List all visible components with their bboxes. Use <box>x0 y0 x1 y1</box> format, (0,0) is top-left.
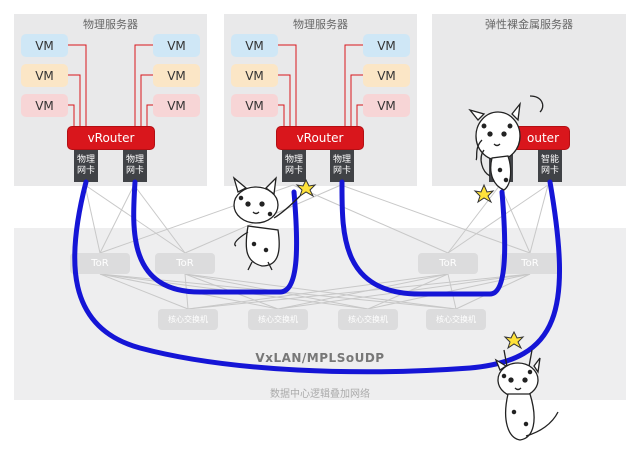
nic-physical: 物理网卡 <box>330 150 354 182</box>
vm-box: VM <box>231 34 278 57</box>
tor-switch: ToR <box>155 253 215 274</box>
nic-label: 网卡 <box>284 166 303 176</box>
nic-label: 物理 <box>125 155 144 165</box>
spark-icon <box>295 178 317 198</box>
nic-label: 智能 <box>540 155 559 165</box>
core-switch: 核心交换机 <box>426 309 486 330</box>
vm-box: VM <box>363 64 410 87</box>
panel-title: 弹性裸金属服务器 <box>485 18 573 31</box>
panel-title: 物理服务器 <box>83 18 138 31</box>
vm-box: VM <box>231 64 278 87</box>
server-panel-3: 弹性裸金属服务器 <box>432 14 626 186</box>
core-switch: 核心交换机 <box>248 309 308 330</box>
spark-icon <box>503 330 525 350</box>
nic-label: 物理 <box>332 155 351 165</box>
vrouter-box: vRouter <box>277 127 363 149</box>
nic-physical: 物理网卡 <box>282 150 306 182</box>
tor-switch: ToR <box>418 253 478 274</box>
cat-cartoon-bottom <box>494 349 559 441</box>
nic-label: 物理 <box>76 155 95 165</box>
protocol-label: VxLAN/MPLSoUDP <box>255 351 385 365</box>
vm-box: VM <box>363 34 410 57</box>
vrouter-box: vRouter <box>68 127 154 149</box>
nic-label: 网卡 <box>125 166 144 176</box>
vm-box: VM <box>21 34 68 57</box>
vm-box: VM <box>231 94 278 117</box>
nic-physical: 物理网卡 <box>123 150 147 182</box>
tor-switch: ToR <box>500 253 560 274</box>
cable-middle-pair <box>339 179 508 297</box>
cable-outer-loop <box>72 179 562 375</box>
vm-box: VM <box>21 64 68 87</box>
vm-box: VM <box>21 94 68 117</box>
network-label: 数据中心逻辑叠加网络 <box>270 389 370 400</box>
cable-left-pair <box>131 179 300 295</box>
vm-box: VM <box>153 94 200 117</box>
cat-cartoon-right <box>468 95 544 191</box>
spark-icon <box>473 183 495 204</box>
cat-cartoon-left <box>232 176 301 271</box>
vm-box: VM <box>363 94 410 117</box>
vm-box: VM <box>153 34 200 57</box>
nic-smart: 智能网卡 <box>538 150 562 182</box>
vm-box: VM <box>153 64 200 87</box>
panel-title: 物理服务器 <box>293 18 348 31</box>
nic-physical: 物理网卡 <box>74 150 98 182</box>
core-switch: 核心交换机 <box>338 309 398 330</box>
nic-label: 网卡 <box>332 166 351 176</box>
core-switch: 核心交换机 <box>158 309 218 330</box>
nic-label: 网卡 <box>540 166 559 176</box>
nic-label: 物理 <box>284 155 303 165</box>
nic-label: 网卡 <box>76 166 95 176</box>
tor-switch: ToR <box>70 253 130 274</box>
